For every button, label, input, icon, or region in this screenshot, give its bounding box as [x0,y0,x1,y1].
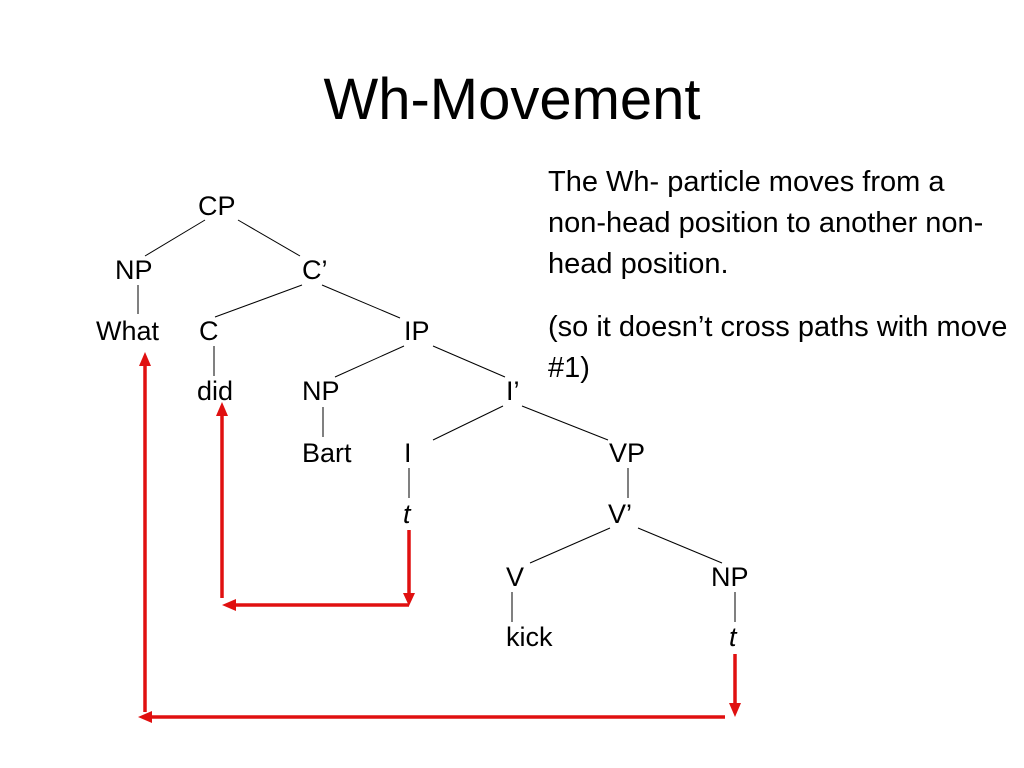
node-kick: kick [506,622,553,652]
node-ip: IP [404,316,430,346]
branch-ibar-i [432,405,504,441]
node-v: V [506,562,524,592]
movement-arrow-head [216,402,415,611]
movement-arrow-wh [138,352,741,723]
node-cp: CP [198,191,236,221]
branch-ip-ibar [432,345,506,378]
node-i-bar: I’ [506,376,520,406]
tree-nodes: CP NP C’ What C IP did NP I’ Bart I VP t… [96,191,749,652]
explanation-text: The Wh- particle moves from a non-head p… [548,166,984,280]
branch-ip-np [334,345,405,378]
branch-vbar-np [637,527,723,564]
explanation-aside: (so it doesn’t cross paths with move #1) [548,311,1008,384]
branch-vbar-v [529,527,611,564]
tree-branches [137,219,736,622]
node-v-bar: V’ [608,499,632,529]
branch-cbar-ip [321,284,401,319]
node-trace-obj: t [729,622,738,652]
node-np-obj: NP [711,562,749,592]
node-what: What [96,316,160,346]
branch-ibar-vp [521,405,609,441]
branch-cp-cbar [237,219,301,257]
node-i: I [404,438,412,468]
node-c: C [199,316,219,346]
branch-cbar-c [214,284,303,318]
node-c-bar: C’ [302,255,328,285]
node-vp: VP [609,438,645,468]
node-np-spec: NP [115,255,153,285]
node-np-subj: NP [302,376,340,406]
node-did: did [197,376,233,406]
branch-cp-np [144,219,206,257]
node-bart: Bart [302,438,352,468]
slide-title: Wh-Movement [323,67,701,132]
node-trace-i: t [403,499,412,529]
